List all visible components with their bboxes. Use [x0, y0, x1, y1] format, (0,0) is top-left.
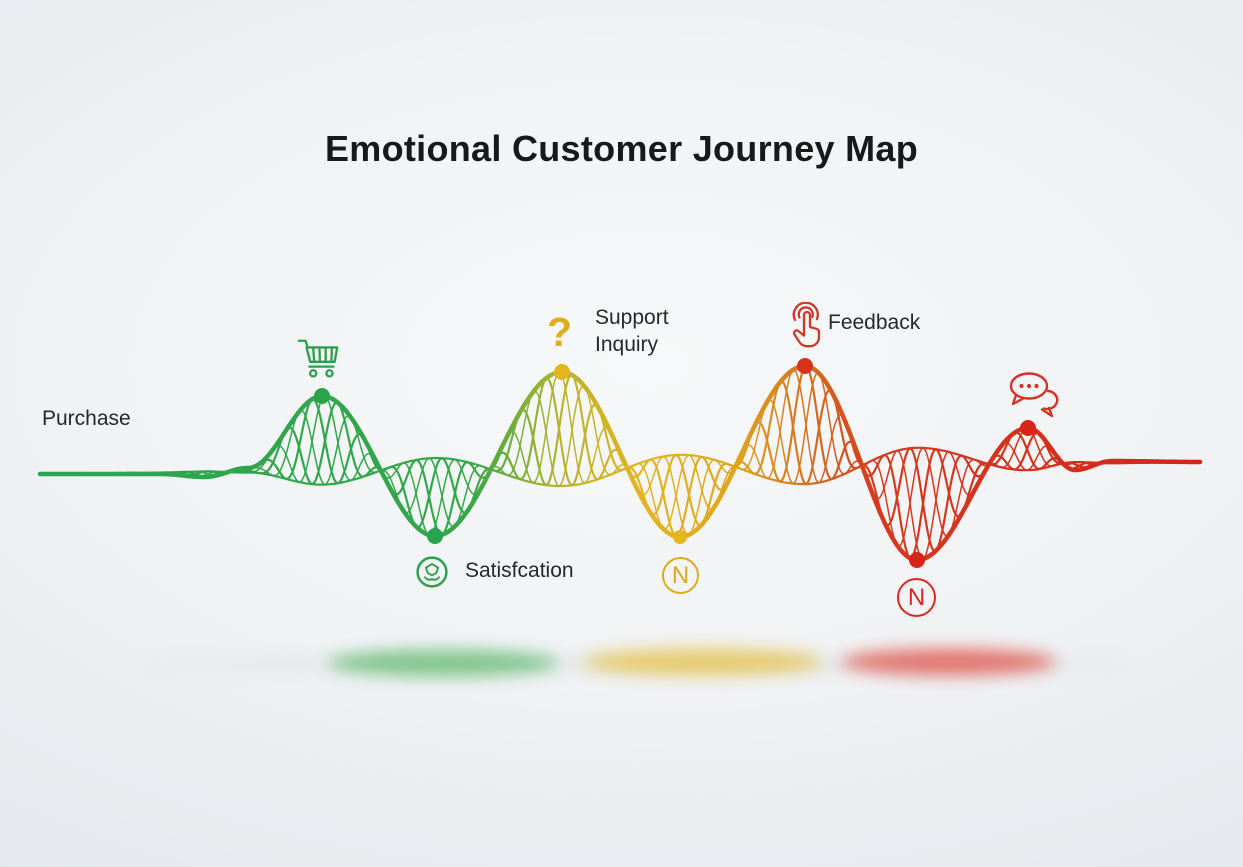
support-inquiry-label: Support Inquiry	[595, 306, 669, 356]
glow-spot	[328, 649, 558, 677]
neutral-n-badge-red: N	[897, 578, 936, 617]
journey-point-dot	[909, 552, 925, 568]
neutral-n-letter: N	[907, 583, 926, 611]
journey-point-dot	[314, 388, 330, 404]
glow-spot	[841, 648, 1057, 676]
journey-point-dot	[797, 358, 813, 374]
journey-point-dot	[554, 364, 570, 380]
journey-point-dot	[1020, 420, 1036, 436]
neutral-n-letter: N	[671, 561, 690, 589]
wave-macro-journey-line	[37, 363, 1203, 563]
purchase-label: Purchase	[42, 407, 131, 430]
journey-point-dot	[427, 528, 443, 544]
chat-bubbles-icon	[1002, 370, 1066, 422]
page-title: Emotional Customer Journey Map	[324, 128, 919, 169]
tap-feedback-icon	[787, 302, 827, 350]
satisfaction-label: Satisfcation	[465, 559, 574, 582]
feedback-label: Feedback	[828, 311, 921, 334]
glow-spot	[583, 648, 823, 676]
satisfaction-badge-icon	[414, 554, 450, 590]
shopping-cart-icon	[295, 335, 341, 381]
neutral-n-badge-yellow: N	[662, 557, 699, 594]
question-mark-icon: ?	[547, 309, 573, 355]
journey-point-dot	[673, 530, 687, 544]
